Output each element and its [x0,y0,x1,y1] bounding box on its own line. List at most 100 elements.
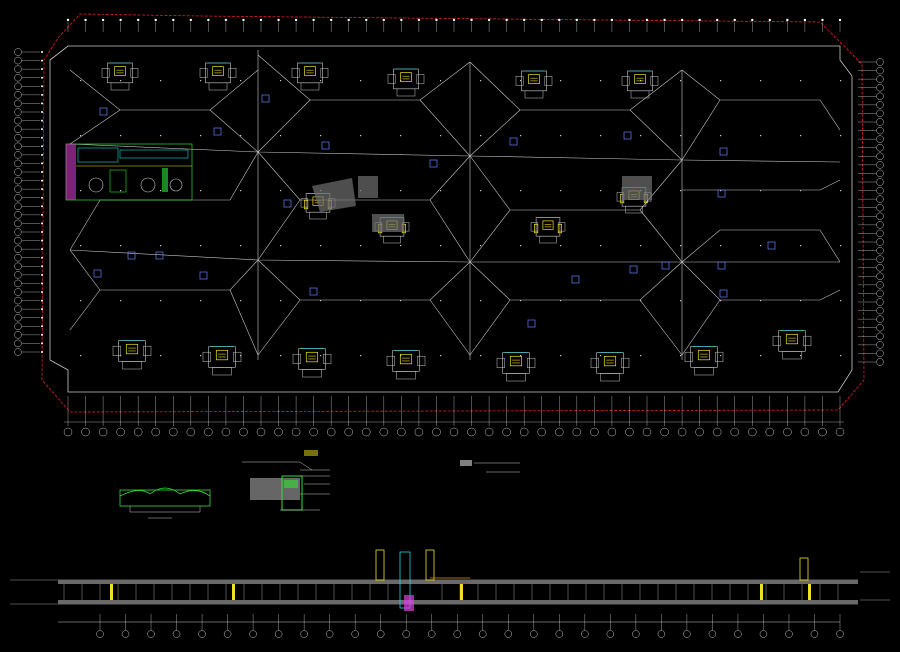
section-grid-bubble [249,630,257,638]
roof-ridge-lines [69,50,841,360]
tower-core [291,62,329,91]
column [400,190,402,192]
grid-bubble [876,118,884,126]
building-cross-section[interactable] [10,549,890,623]
grid-bubble [186,427,196,437]
column [680,190,682,192]
tower-wing [590,357,599,368]
tower-core-box [509,355,523,367]
grid-bubble [876,298,884,306]
section-grid-bubble [325,630,334,638]
grid-bubble [133,427,143,437]
grid-tick-marker [41,222,43,225]
detail-3-legend[interactable] [460,460,520,473]
grid-bubble [14,82,22,91]
section-grid-bubble [402,630,410,638]
grid-bubble [876,203,884,212]
column [280,355,282,357]
column [440,300,442,302]
section-grid-bubble [530,630,538,638]
tower-wing [544,76,553,86]
grid-tick-marker [452,18,456,22]
grid-bubble [204,427,213,437]
grid-bubble [502,427,511,437]
grid-bubble [14,245,22,253]
column [720,300,722,302]
hatched-stair-zones [312,176,652,232]
grid-tick-marker [312,18,315,22]
grid-bubble [876,143,884,152]
tower-base [506,373,526,382]
grid-bubble [14,296,22,305]
grid-bubble [344,427,353,437]
detail-1-profile[interactable] [119,487,211,519]
grid-tick-marker [768,18,772,22]
column [360,300,362,302]
grid-bubbles-right [858,58,884,366]
column [200,300,202,302]
column [120,80,122,82]
column [600,80,602,82]
grid-tick-marker [786,18,789,22]
tower-wing [320,68,329,78]
equipment-room-plan[interactable] [65,143,193,201]
tower-wing [387,74,396,84]
grid-bubble [169,427,178,437]
grid-bubble [14,262,22,271]
grid-bubble [765,427,775,437]
grid-bubble [14,151,22,159]
tower-base [383,235,401,244]
floor-opening [719,147,728,156]
detail-2-wall-section[interactable] [242,450,330,511]
grid-bubble [14,331,22,339]
grid-bubble [14,305,22,313]
section-grid-bubble [836,630,844,638]
grid-tick-marker [41,299,43,302]
column [840,190,842,192]
grid-tick-marker [41,333,43,336]
column [160,190,162,192]
grid-tick-marker [41,308,43,311]
column [600,135,602,137]
grid-bubble [14,211,22,219]
column [160,355,162,357]
grid-bubble [14,193,22,202]
column [560,245,562,247]
grid-tick-marker [663,18,666,22]
grid-bubble [876,332,884,341]
tower-base [309,211,327,220]
grid-tick-marker [41,136,43,139]
floor-opening [623,131,632,140]
section-grid-bubble [453,630,461,638]
tower-core [292,348,332,378]
tower-base [630,90,650,99]
column [240,245,242,247]
grid-tick-marker [400,18,403,22]
grid-bubble [625,427,634,437]
column [760,245,762,247]
grid-bubble [876,169,884,178]
section-grid-bubble [172,630,181,638]
grid-tick-marker [41,213,43,216]
column [400,300,402,302]
column [640,355,642,357]
section-grid-bubble [376,630,385,638]
column [200,355,202,357]
tower-base [539,235,557,244]
grid-bubble [239,427,248,437]
tower-core [621,70,659,99]
section-wall [232,584,235,600]
yellow-frame [534,223,539,234]
section-columns [63,584,839,600]
grid-tick-marker [41,248,43,251]
section-grid-bubble [708,630,717,638]
section-grid-bubble [734,630,742,638]
tower-base [300,82,320,91]
section-wall [460,584,463,600]
section-grid-bubble [683,630,691,638]
floor-opening [321,141,330,150]
grid-bubble [876,221,884,229]
tower-wing [772,335,781,346]
column [640,135,642,137]
